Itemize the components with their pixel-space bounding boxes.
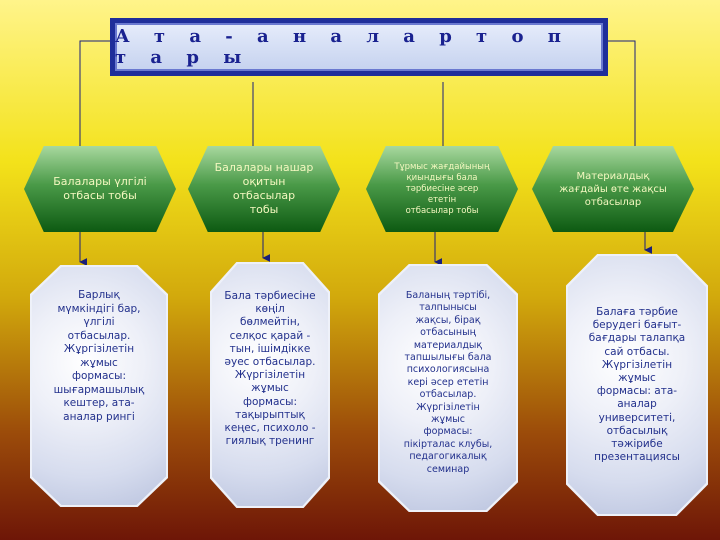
- connector-right-bracket: [608, 40, 636, 150]
- group-hexagon-2: Балалары нашар оқитын отбасылар тобы: [188, 146, 340, 232]
- diagram-title: А т а - а н а л а р т о п т а р ы: [115, 26, 570, 68]
- group-card-2: Бала тәрбиесіне көңіл бөлмейтін, селқос …: [212, 264, 328, 506]
- group-name-1: Балалары үлгілі отбасы тобы: [53, 175, 147, 202]
- title-to-groups-connectors: [79, 40, 636, 165]
- group-card-1: Барлық мүмкіндігі бар, үлгілі отбасылар.…: [32, 267, 166, 505]
- group-name-2: Балалары нашар оқитын отбасылар тобы: [214, 161, 314, 216]
- group-name-4: Материалдық жағдайы өте жақсы отбасылар: [559, 170, 667, 208]
- group-name-3: Тұрмыс жағдайының қиындығы бала тәрбиесі…: [394, 161, 490, 216]
- group-description-1: Барлық мүмкіндігі бар, үлгілі отбасылар.…: [53, 289, 145, 423]
- diagram-title-box: А т а - а н а л а р т о п т а р ы: [110, 18, 608, 76]
- group-to-card-arrows: [79, 232, 653, 266]
- group-description-2: Бала тәрбиесіне көңіл бөлмейтін, селқос …: [224, 290, 316, 448]
- group-hexagon-4: Материалдық жағдайы өте жақсы отбасылар: [532, 146, 694, 232]
- group-description-4: Балаға тәрбие берудегі бағыт- бағдары та…: [588, 306, 686, 464]
- connector-left-bracket: [79, 40, 110, 165]
- group-description-3: Баланың тәртібі, талпынысы жақсы, бірақ …: [403, 290, 493, 475]
- group-hexagon-1: Балалары үлгілі отбасы тобы: [24, 146, 176, 232]
- group-card-4: Балаға тәрбие берудегі бағыт- бағдары та…: [568, 256, 706, 514]
- group-card-3: Баланың тәртібі, талпынысы жақсы, бірақ …: [380, 266, 516, 510]
- group-hexagon-3: Тұрмыс жағдайының қиындығы бала тәрбиесі…: [366, 146, 518, 232]
